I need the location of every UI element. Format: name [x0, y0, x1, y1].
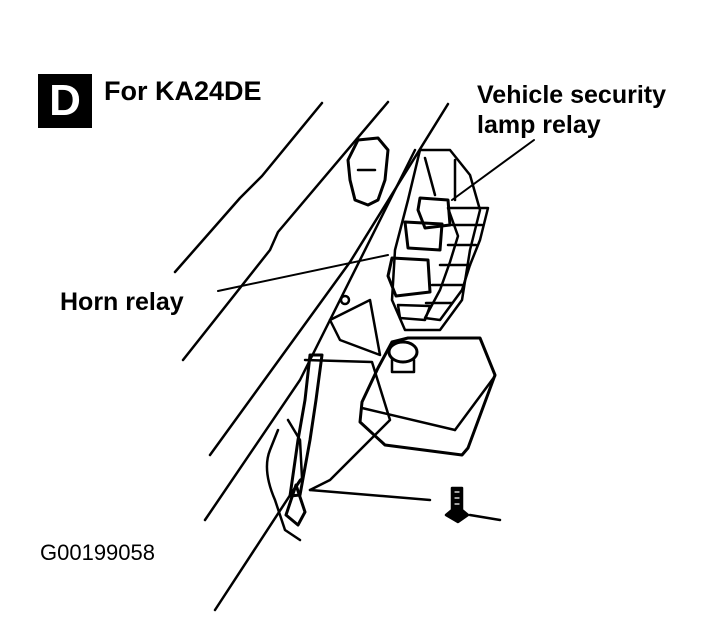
panel-line-inner: [208, 102, 450, 457]
callout-horn-relay: Horn relay: [60, 288, 184, 316]
panel-line-left: [173, 101, 324, 274]
relay-top: [416, 196, 452, 230]
figure-id: G00199058: [40, 540, 155, 565]
leader-security: [451, 139, 535, 201]
section-title: For KA24DE: [104, 76, 262, 106]
section-letter-badge: D: [38, 74, 92, 128]
mount-outline: [328, 298, 382, 357]
battery-lid: [358, 336, 497, 457]
bolt-icon: [444, 486, 470, 524]
callout-security-line-2: lamp relay: [477, 111, 601, 139]
fuse-column: [423, 206, 490, 322]
clamp: [288, 353, 324, 498]
bracket: [346, 136, 390, 207]
relay-middle: [403, 220, 444, 252]
panel-line-lower: [203, 148, 417, 522]
panel-line-middle: [181, 100, 390, 362]
leader-horn: [217, 254, 389, 292]
relay-frame: [390, 148, 482, 332]
callout-security-line-1: Vehicle security: [477, 81, 667, 109]
panel-line-bottom: [213, 478, 302, 612]
filler-cap: [387, 340, 419, 364]
callout-vehicle-security-lamp-relay: Vehicle security lamp relay: [477, 80, 666, 140]
horn-relay-box: [386, 256, 432, 298]
